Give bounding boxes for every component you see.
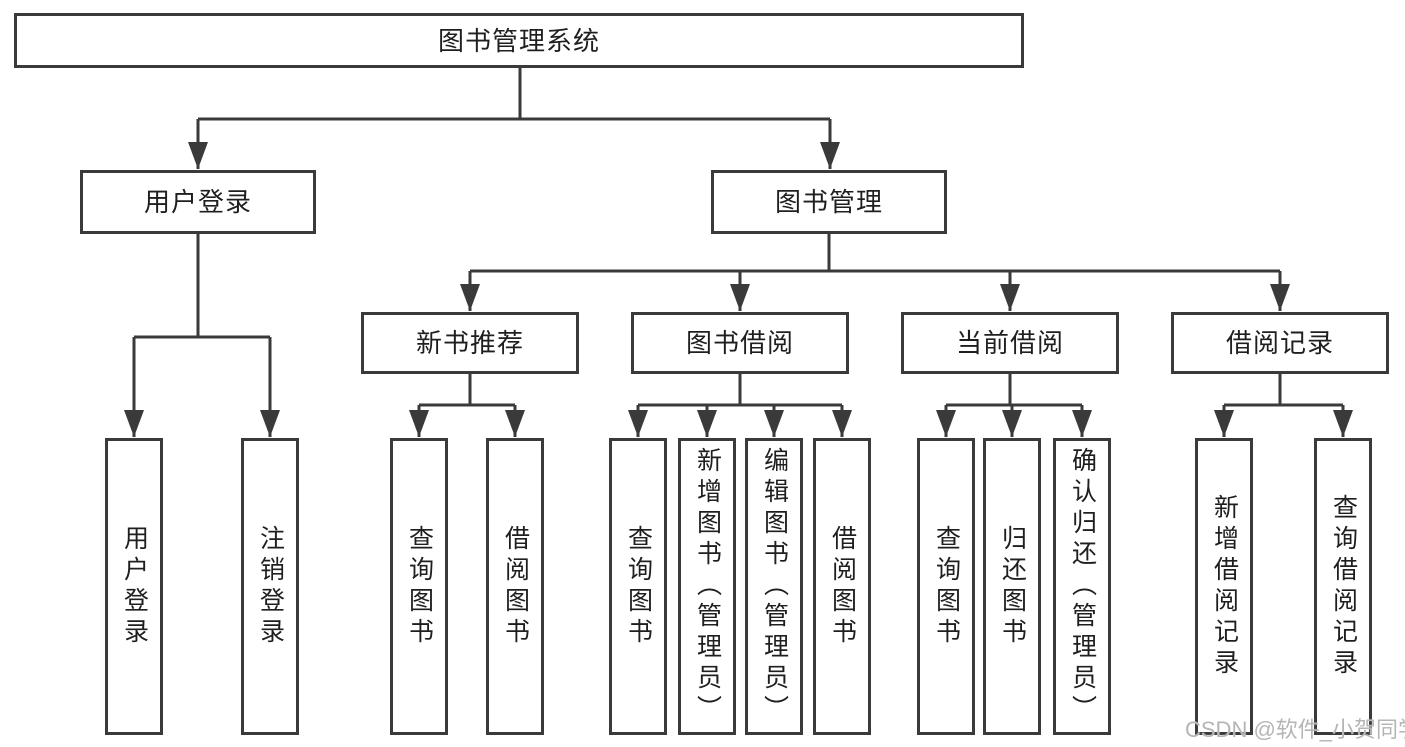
node-borrow-records: 借阅记录: [1171, 312, 1389, 374]
leaf-query-book-3-label: 查询图书: [932, 524, 961, 649]
node-user-login: 用户登录: [80, 170, 316, 234]
node-new-book-recommend: 新书推荐: [361, 312, 579, 374]
leaf-user-login-label: 用户登录: [120, 524, 149, 649]
leaf-borrow-book-1-label: 借阅图书: [501, 524, 530, 649]
leaf-add-book-admin-label: 新增图书（管理员）: [693, 447, 722, 726]
leaf-query-book-1-label: 查询图书: [405, 524, 434, 649]
node-book-management-label: 图书管理: [774, 187, 883, 217]
leaf-query-borrow-record: 查询借阅记录: [1314, 438, 1372, 735]
node-borrow-records-label: 借阅记录: [1225, 328, 1334, 358]
leaf-return-book: 归还图书: [983, 438, 1041, 735]
node-book-borrow: 图书借阅: [631, 312, 849, 374]
leaf-logout-label: 注销登录: [256, 524, 285, 649]
leaf-borrow-book-1: 借阅图书: [486, 438, 544, 735]
node-library-system: 图书管理系统: [14, 13, 1024, 68]
node-current-borrow-label: 当前借阅: [955, 328, 1064, 358]
connector-arrow-lines: [124, 119, 1353, 437]
leaf-query-book-2-label: 查询图书: [624, 524, 653, 649]
node-new-book-recommend-label: 新书推荐: [415, 328, 524, 358]
leaf-borrow-book-2: 借阅图书: [813, 438, 871, 735]
leaf-add-borrow-record-label: 新增借阅记录: [1210, 493, 1239, 680]
leaf-query-book-1: 查询图书: [390, 438, 448, 735]
leaf-add-borrow-record: 新增借阅记录: [1195, 438, 1253, 735]
node-book-management: 图书管理: [711, 170, 947, 234]
leaf-query-book-3: 查询图书: [917, 438, 975, 735]
node-current-borrow: 当前借阅: [901, 312, 1119, 374]
connector-trunk-lines: [134, 68, 1343, 407]
leaf-query-borrow-record-label: 查询借阅记录: [1329, 493, 1358, 680]
leaf-add-book-admin: 新增图书（管理员）: [678, 438, 736, 735]
leaf-confirm-return-admin: 确认归还（管理员）: [1053, 438, 1111, 735]
node-book-borrow-label: 图书借阅: [685, 328, 794, 358]
leaf-edit-book-admin: 编辑图书（管理员）: [745, 438, 803, 735]
leaf-confirm-return-admin-label: 确认归还（管理员）: [1068, 447, 1097, 726]
leaf-user-login: 用户登录: [105, 438, 163, 735]
csdn-watermark: CSDN @软件_小贺同学: [1185, 717, 1405, 742]
leaf-query-book-2: 查询图书: [609, 438, 667, 735]
leaf-borrow-book-2-label: 借阅图书: [828, 524, 857, 649]
leaf-return-book-label: 归还图书: [998, 524, 1027, 649]
leaf-edit-book-admin-label: 编辑图书（管理员）: [760, 447, 789, 726]
node-library-system-label: 图书管理系统: [437, 25, 600, 56]
node-user-login-label: 用户登录: [143, 187, 252, 217]
leaf-logout: 注销登录: [241, 438, 299, 735]
